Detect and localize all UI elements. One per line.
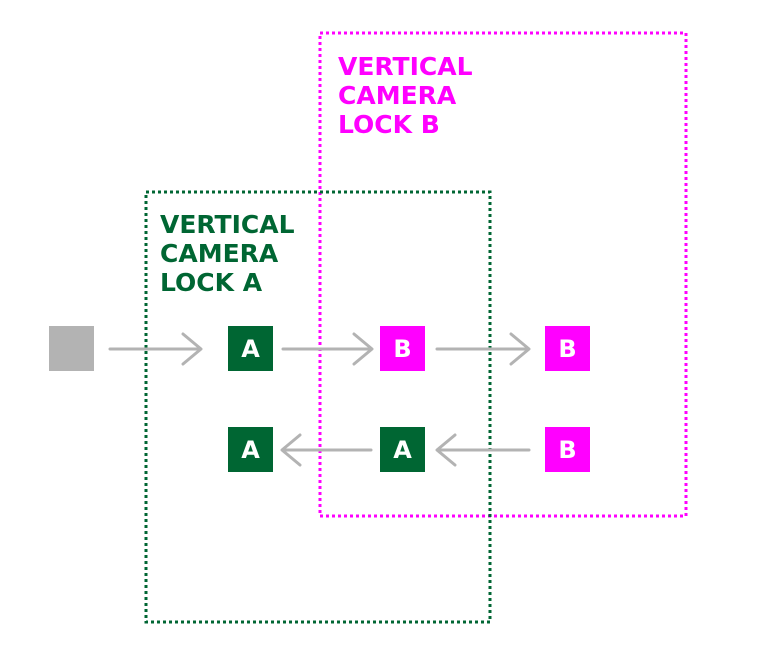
- node-row1-a-label: A: [241, 335, 260, 363]
- lock-a-label-line: LOCK A: [160, 268, 263, 297]
- arrow-a-to-a-end: [280, 433, 373, 467]
- lock-b-label-line: VERTICAL: [338, 52, 473, 81]
- lock-b-label-line: CAMERA: [338, 81, 457, 110]
- lock-b-region: [318, 31, 688, 518]
- arrow-b-to-b-end: [435, 332, 531, 366]
- node-row1-a: A: [228, 326, 273, 371]
- lock-a-label-line: VERTICAL: [160, 210, 295, 239]
- node-row1-b-end-label: B: [558, 335, 576, 363]
- lock-b-label: VERTICAL CAMERA LOCK B: [338, 52, 481, 139]
- arrow-a-to-b: [281, 332, 374, 366]
- node-row1-b-label: B: [393, 335, 411, 363]
- arrow-start-to-a: [108, 332, 203, 366]
- node-row2-a-end-label: A: [241, 436, 260, 464]
- lock-a-label-line: CAMERA: [160, 239, 279, 268]
- node-row2-a: A: [380, 427, 425, 472]
- lock-b-label-line: LOCK B: [338, 110, 440, 139]
- node-row2-a-end: A: [228, 427, 273, 472]
- node-row2-b-start-label: B: [558, 436, 576, 464]
- node-row2-b-start: B: [545, 427, 590, 472]
- node-row1-b-end: B: [545, 326, 590, 371]
- lock-a-label: VERTICAL CAMERA LOCK A: [160, 210, 303, 297]
- node-start: [49, 326, 94, 371]
- node-row1-b: B: [380, 326, 425, 371]
- lock-a-region: [144, 190, 492, 624]
- node-row2-a-label: A: [393, 436, 412, 464]
- arrow-b-start-to-a: [435, 433, 531, 467]
